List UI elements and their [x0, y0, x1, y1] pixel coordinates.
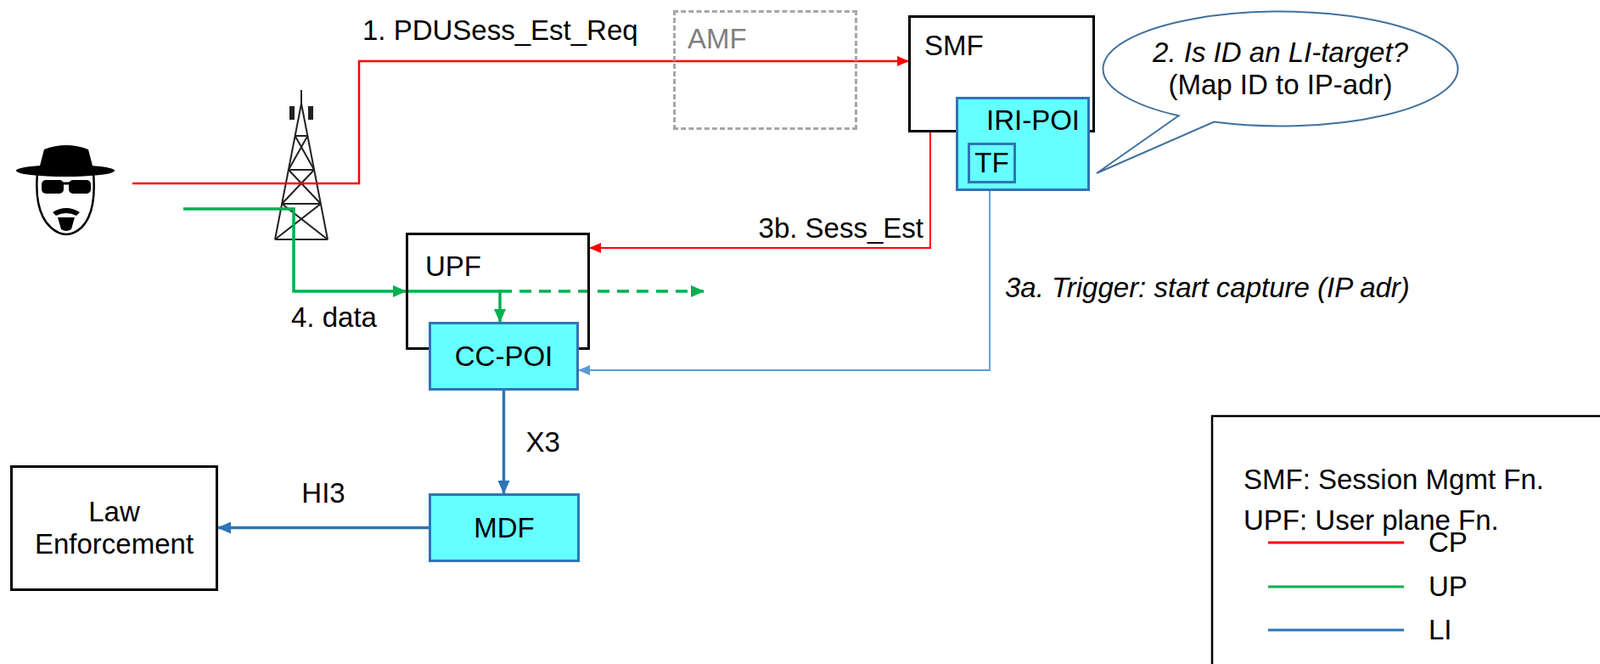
tower-bar	[288, 168, 315, 171]
function-box-dashed: AMF	[673, 10, 858, 130]
node-label: TF	[974, 146, 1009, 180]
function-box: SMFIRI-POITF	[908, 15, 1095, 133]
connector	[502, 390, 506, 494]
tower-leg	[301, 103, 328, 240]
node-label: CC-POI	[454, 340, 554, 373]
legend-label: UP	[1428, 570, 1468, 603]
function-box: UPFCC-POI	[405, 232, 590, 350]
sunglass-lens	[68, 179, 91, 194]
user-plane-onward-line	[499, 289, 704, 293]
sunglass-bridge	[62, 182, 70, 186]
tower-leg	[275, 103, 302, 240]
node-label: UPF	[425, 250, 482, 283]
node-label: Law Enforcement	[21, 495, 208, 561]
legend-label: SMF: Session Mgmt Fn.	[1243, 463, 1544, 496]
legend-line-sample	[1268, 613, 1404, 646]
face-outline	[36, 173, 94, 235]
connectors	[218, 132, 990, 528]
agency-box: Law Enforcement	[10, 465, 219, 591]
legend-row: SMF: Session Mgmt Fn.	[1243, 463, 1544, 496]
tower-panel	[290, 106, 294, 119]
legend-row: LI	[1268, 613, 1453, 646]
goatee	[57, 217, 75, 231]
tower-brace	[288, 135, 309, 170]
message-label: 1. PDUSess_Est_Req	[362, 14, 639, 47]
node-label: (Map ID to IP-adr)	[1167, 68, 1393, 102]
sunglass-lens	[41, 179, 64, 194]
user-plane-capture-line	[405, 291, 500, 322]
tower-antenna	[300, 89, 303, 104]
tower-brace	[281, 169, 315, 204]
tower-panel	[308, 106, 313, 119]
li-function-box: MDF	[428, 493, 580, 562]
legend-line-sample	[1268, 526, 1404, 559]
legend-label: CP	[1428, 526, 1468, 559]
mustache	[52, 207, 80, 216]
tower-bar	[281, 202, 321, 205]
connector	[218, 526, 429, 530]
legend-line	[1268, 585, 1404, 589]
li-function-box: IRI-POI TF	[955, 96, 1090, 191]
legend-line	[1268, 628, 1404, 632]
node-label: MDF	[473, 511, 534, 545]
user-plane-line	[183, 208, 406, 292]
li-function-box: CC-POI	[428, 321, 579, 391]
node-label: 2. Is ID an LI-target?	[1152, 36, 1409, 69]
legend-label: LI	[1428, 613, 1453, 646]
legend-box	[1212, 415, 1600, 664]
legend-row: CP	[1268, 526, 1468, 559]
legend-line-sample	[1268, 570, 1404, 603]
connector-label: X3	[526, 426, 561, 459]
node-label: SMF	[924, 29, 984, 62]
connector-label: 3a. Trigger: start capture (IP adr)	[1004, 271, 1410, 304]
connector-label: HI3	[301, 477, 345, 510]
tower-bar	[295, 134, 309, 137]
person-icon	[16, 145, 115, 235]
connector-label: 3b. Sess_Est	[758, 212, 924, 245]
legend-row: UP	[1268, 570, 1468, 603]
message-label: 4. data	[291, 301, 377, 334]
legend-line	[1268, 541, 1404, 545]
connector	[589, 132, 931, 248]
callout-shape	[1096, 11, 1459, 175]
connector	[578, 190, 990, 371]
li-function-box: TF	[967, 142, 1017, 184]
node-label: AMF	[687, 22, 747, 56]
tower-brace	[288, 169, 321, 204]
tower-bar	[275, 238, 328, 241]
hat-brim	[16, 164, 115, 177]
control-plane-request-line	[132, 61, 909, 184]
callout-bubble: 2. Is ID an LI-target?(Map ID to IP-adr)	[1101, 10, 1460, 128]
radio-tower	[275, 89, 328, 240]
node-label: IRI-POI	[986, 104, 1080, 137]
